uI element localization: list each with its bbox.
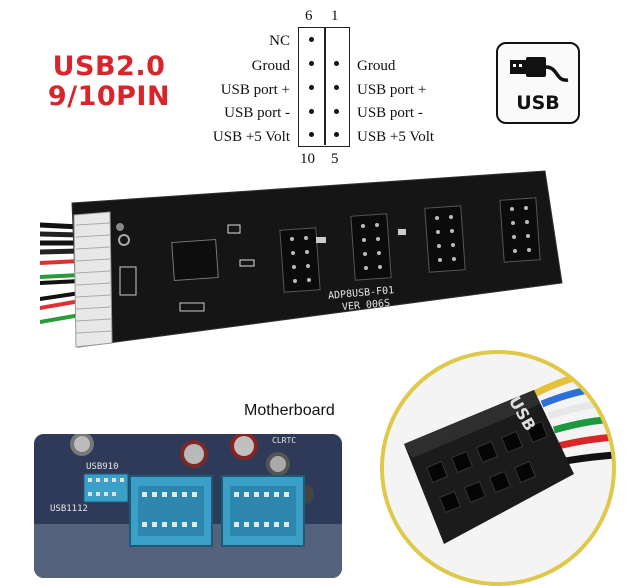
pin-dot: [309, 109, 314, 114]
pin-number-5: 5: [331, 151, 339, 167]
pin-dot: [309, 61, 314, 66]
mobo-silk-usb1112: USB1112: [50, 504, 88, 514]
pin-grid: [298, 27, 350, 147]
usb-logo-box: USB: [496, 42, 580, 124]
pin-dot: [309, 85, 314, 90]
pin-number-1: 1: [331, 8, 339, 24]
usb-header-board: [40, 170, 563, 348]
motherboard-photo: USB910 USB1112 CLRTC: [34, 434, 342, 578]
connector-drawing: [404, 364, 612, 544]
pin-dot: [334, 132, 339, 137]
title-line-2: 9/10PIN: [47, 81, 171, 112]
pin-label-left-port-plus: USB port +: [220, 82, 290, 98]
pin-dot: [309, 132, 314, 137]
pin-label-left-ground: Groud: [251, 58, 290, 74]
cable-bundle: [40, 222, 81, 325]
pin-dot: [334, 61, 339, 66]
connector-closeup: USB: [380, 350, 616, 586]
pin-number-6: 6: [305, 8, 313, 24]
title-line-1: USB2.0: [52, 51, 166, 82]
pin-label-right-port-plus: USB port +: [357, 82, 427, 98]
pin-number-10: 10: [300, 151, 315, 167]
motherboard-drawing: [34, 434, 342, 578]
mobo-silk-usb910: USB910: [86, 462, 119, 472]
pin-label-left-port-minus: USB port -: [224, 105, 290, 121]
usb-plug-icon: [510, 57, 569, 82]
motherboard-label: Motherboard: [244, 402, 335, 419]
pin-label-right-5v: USB +5 Volt: [357, 129, 435, 145]
pin-dot: [334, 109, 339, 114]
grid-divider: [324, 28, 326, 145]
pin-label-left-nc: NC: [269, 33, 290, 49]
pin-dot: [334, 85, 339, 90]
pin-dot: [309, 37, 314, 42]
product-title: USB2.0 9/10PIN: [14, 52, 204, 112]
usb-logo-label: USB: [516, 92, 560, 114]
pin-label-right-ground: Groud: [357, 58, 396, 74]
mobo-silk-clrtc: CLRTC: [272, 436, 297, 445]
pin-label-left-5v: USB +5 Volt: [212, 129, 290, 145]
pin-label-right-port-minus: USB port -: [357, 105, 423, 121]
